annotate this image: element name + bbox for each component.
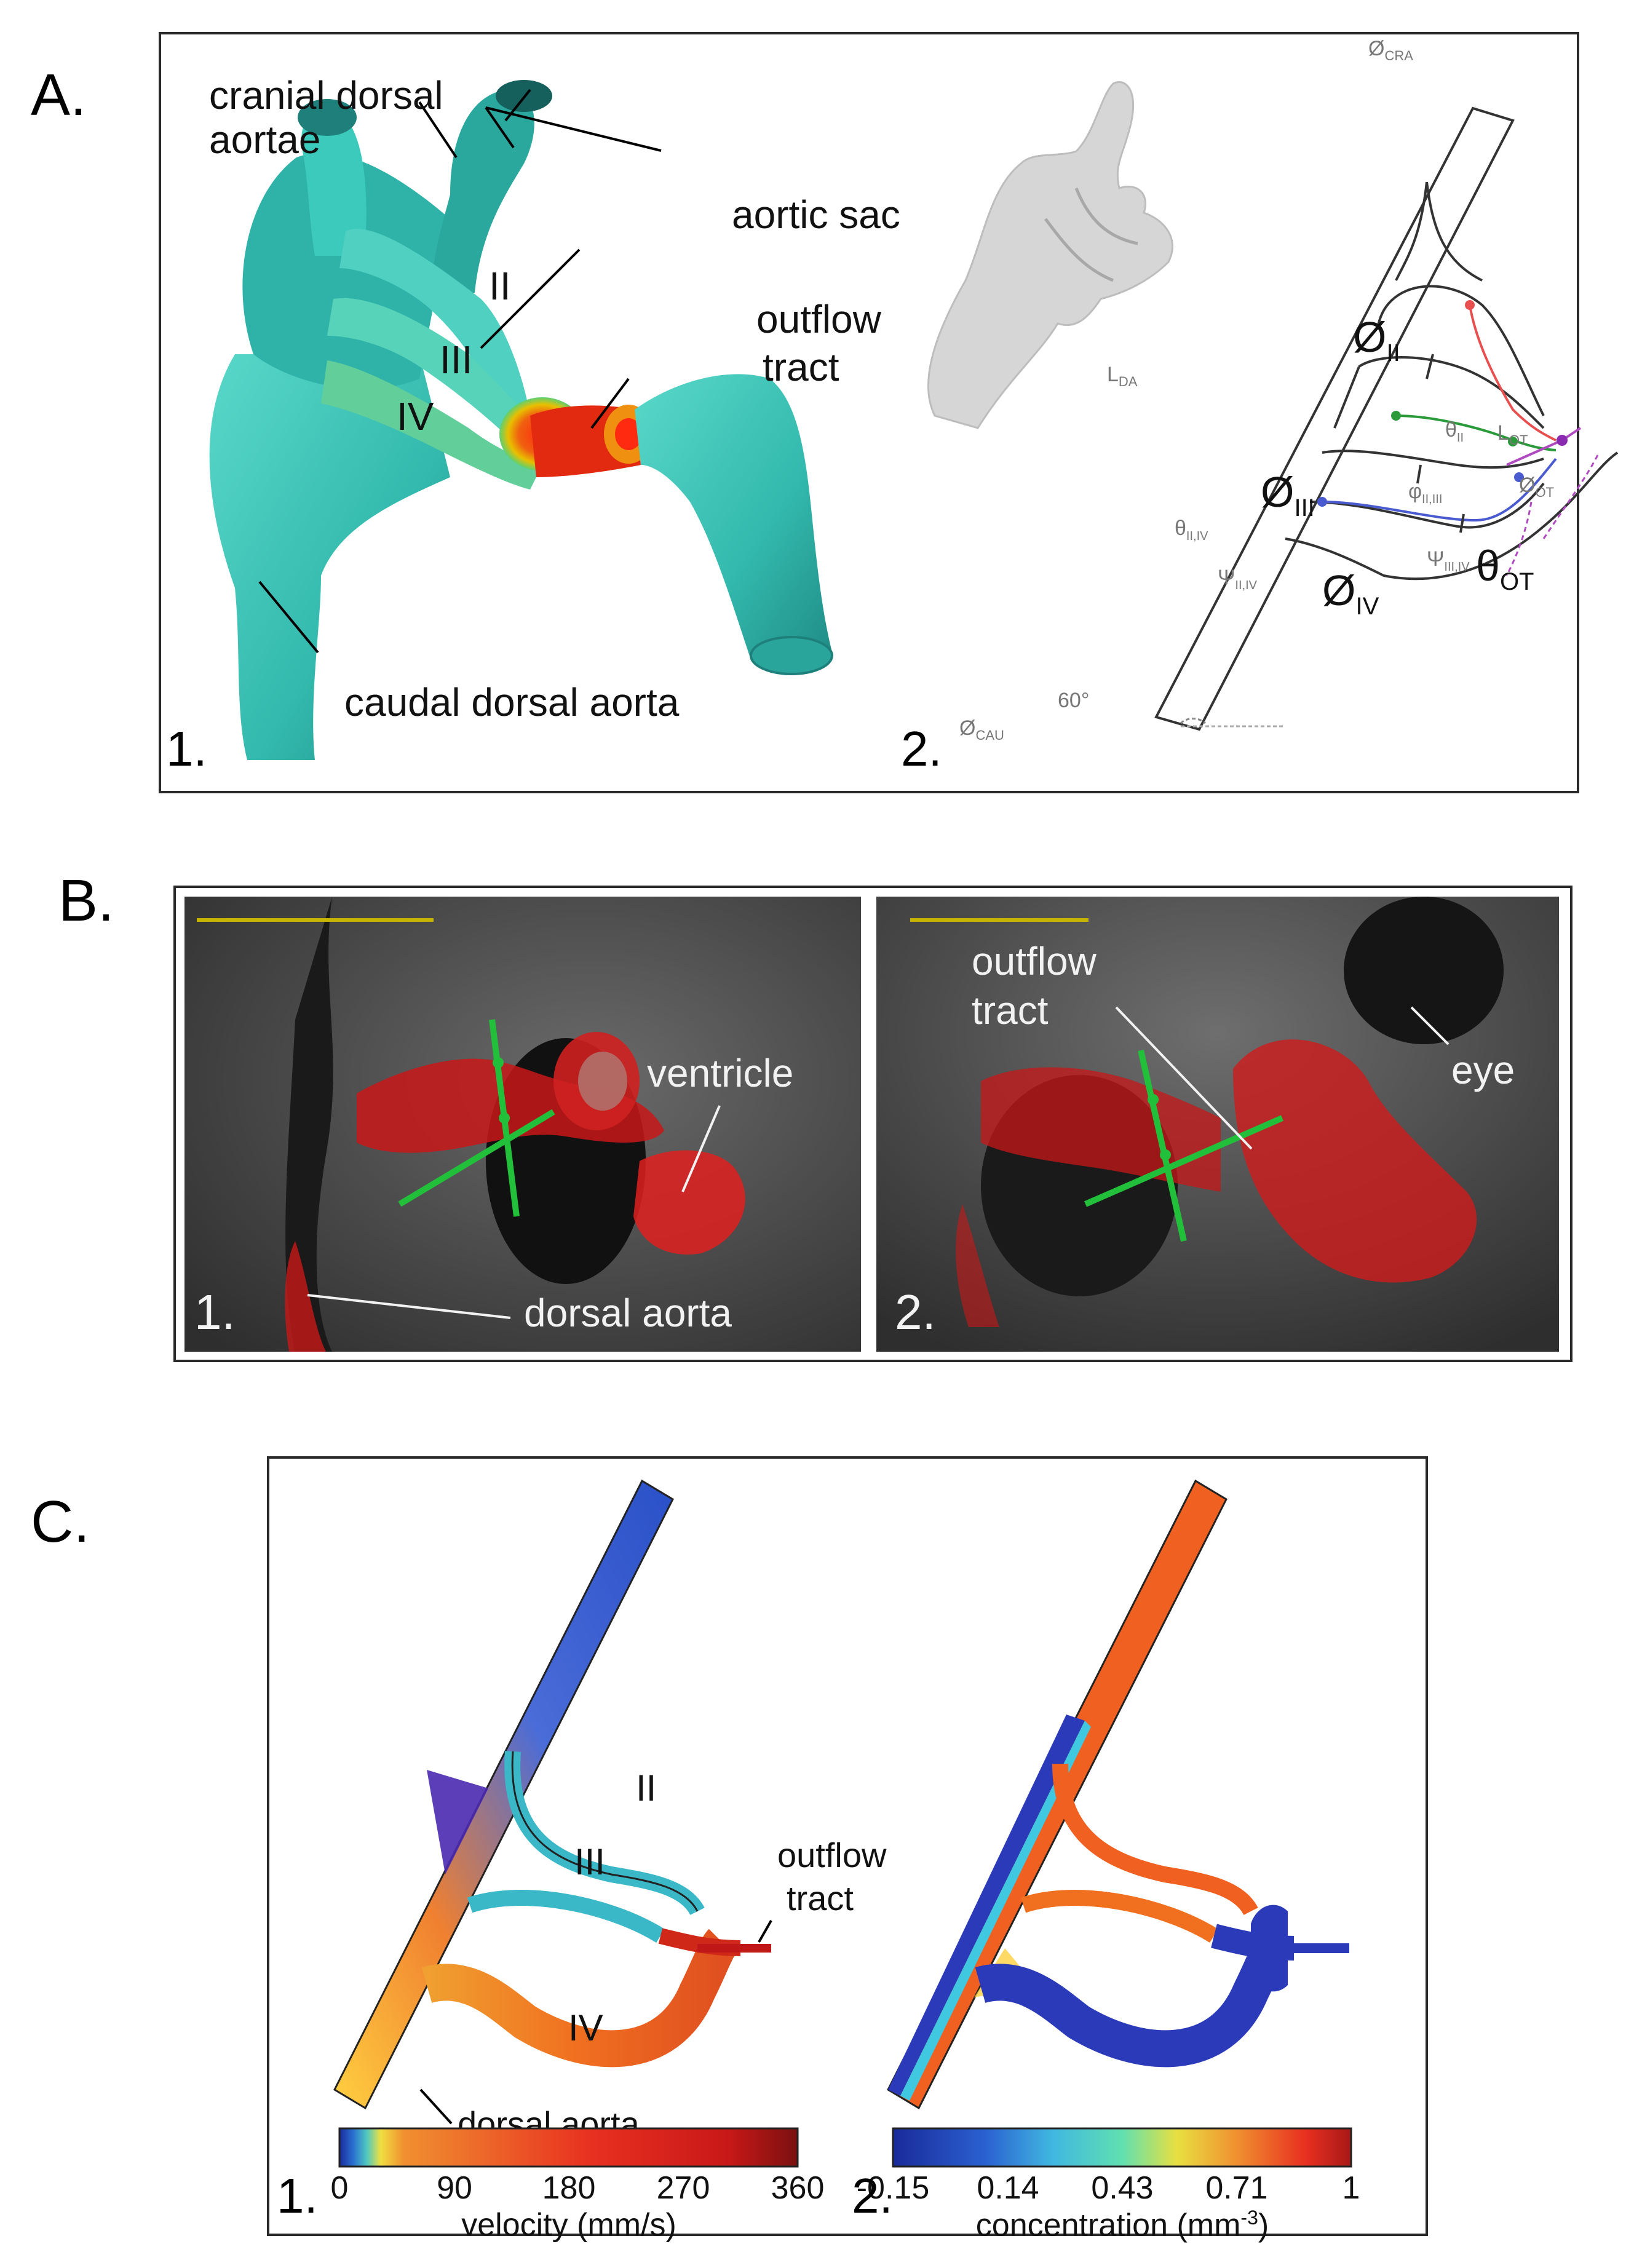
panel-a2-schematic [927, 81, 1619, 731]
schematic-theta-ii: θII [1445, 418, 1464, 445]
schematic-arch-iv-outline [1285, 451, 1619, 581]
b2-vessels [981, 1067, 1221, 1192]
c1-velocity-geometry [333, 1479, 771, 2110]
c2-concentration-geometry [887, 1479, 1349, 2110]
arch-iv-shape [321, 360, 542, 490]
label-arch-ii: II [489, 264, 511, 308]
panel-a2-number: 2. [901, 721, 942, 776]
label-caudal-dorsal-aorta: caudal dorsal aorta [344, 680, 680, 724]
gray-model-thumbnail [927, 81, 1173, 429]
c1-label-ii-text: II [636, 1767, 656, 1809]
b2-ventricle [1233, 1039, 1477, 1283]
label-outflow-1: outflow [756, 297, 881, 341]
c1-colorbar-label: velocity (mm/s) [461, 2207, 676, 2243]
label-cranial-dorsal-2: aortae [209, 117, 321, 162]
schematic-d-ot: ØOT [1519, 474, 1555, 500]
label-b2-outflow-2: tract [972, 988, 1049, 1033]
panel-b2-number: 2. [895, 1285, 936, 1339]
schematic-d-ii: ØII [1353, 313, 1400, 367]
leader-caudal-aorta [258, 581, 319, 654]
centerline-arch-iv [1322, 458, 1557, 522]
label-aortic-sac: aortic sac [732, 192, 900, 237]
label-cranial-dorsal-1: cranial dorsal [209, 73, 443, 117]
schematic-d-cau: ØCAU [959, 716, 1004, 743]
c2-tick-neg015: -0.15 [856, 2170, 930, 2206]
leader-cranial-right [504, 89, 531, 122]
panel-c-letter: C. [31, 1489, 90, 1555]
panel-a1-number: 1. [166, 721, 207, 776]
schematic-l-da: LDA [1107, 363, 1138, 389]
label-b1-ventricle: ventricle [647, 1051, 794, 1095]
c2-tick-043: 0.43 [1091, 2170, 1154, 2206]
c1-label-iv-text: IV [568, 2007, 603, 2048]
panel-a1-vessel-model [209, 80, 833, 760]
schematic-dorsal-aorta [1154, 106, 1515, 731]
c2-colorbar-label: concentration (mm-3) [975, 2207, 1269, 2243]
centerline-arch-ii [1469, 304, 1557, 442]
panel-b-letter: B. [58, 868, 114, 934]
centerline-arch-iii [1395, 414, 1557, 451]
panel-b2-image: outflow tract eye 2. [876, 897, 1559, 1352]
c1-tick-360: 360 [771, 2170, 825, 2206]
panel-a-letter: A. [31, 62, 87, 128]
c1-tick-180: 180 [542, 2170, 596, 2206]
c2-tick-014: 0.14 [977, 2170, 1039, 2206]
panel-c-simulations: II III IV outflow tract dorsal aorta [333, 1479, 1352, 2168]
schematic-psi-iv: ΨII,IV [1218, 566, 1257, 592]
schematic-d-iv: ØIV [1322, 566, 1379, 620]
panel-c1-number: 1. [277, 2168, 318, 2223]
schematic-theta-ot: θOT [1476, 542, 1534, 595]
arch-iii-shape [327, 298, 536, 446]
panel-b1-number: 1. [194, 1285, 236, 1339]
b1-green-line-2 [398, 1109, 555, 1207]
leader-outflow [590, 378, 630, 429]
c1-label-iii-text: III [574, 1841, 605, 1882]
panel-b1-image: ventricle dorsal aorta 1. [184, 897, 861, 1352]
c2-tick-071: 0.71 [1205, 2170, 1268, 2206]
b1-vessels [357, 1058, 664, 1153]
schematic-theta-iv: θII,IV [1175, 517, 1208, 543]
schematic-l-ot: LOT [1497, 421, 1528, 448]
schematic-psi-iiiii: φII,III [1408, 480, 1443, 506]
label-b1-dorsal-aorta: dorsal aorta [524, 1291, 732, 1335]
c1-tick-270: 270 [656, 2170, 710, 2206]
b2-green-line-2 [1084, 1115, 1284, 1207]
schematic-d-iii: ØIII [1261, 468, 1315, 521]
ventricle-shape [635, 374, 831, 662]
c1-label-outflow-1: outflow [777, 1836, 887, 1874]
cranial-aorta-left [301, 110, 367, 256]
leader-aortic-sac [480, 248, 581, 349]
b2-eye [1344, 897, 1504, 1044]
c1-label-outflow-2: tract [787, 1879, 854, 1917]
label-arch-iv: IV [397, 394, 434, 438]
schematic-angle: 60° [1058, 689, 1090, 712]
schematic-psi-iiiiv: ΨIII,IV [1427, 547, 1470, 574]
arch-ii-shape [339, 229, 530, 428]
label-arch-iii: III [440, 338, 473, 382]
caudal-dorsal-aorta-shape [209, 354, 450, 760]
label-b2-eye: eye [1451, 1048, 1515, 1092]
schematic-d-cra: ØCRA [1368, 37, 1413, 63]
label-b2-outflow-1: outflow [972, 939, 1097, 983]
c2-colorbar [892, 2127, 1352, 2168]
panel-c2-number: 2. [852, 2168, 893, 2223]
c1-tick-0: 0 [330, 2170, 349, 2206]
c1-colorbar [338, 2127, 799, 2168]
b2-green-line-1 [1138, 1049, 1187, 1242]
label-outflow-2: tract [763, 345, 839, 389]
c2-tick-1: 1 [1342, 2170, 1360, 2206]
b1-ventricle [633, 1150, 745, 1255]
c1-tick-90: 90 [437, 2170, 472, 2206]
